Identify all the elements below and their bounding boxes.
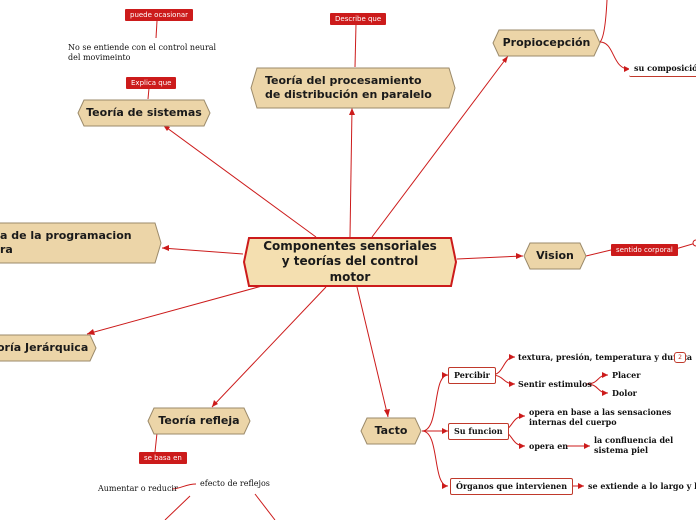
text-no-se-entiende: No se entiende con el control neural del… (68, 43, 217, 62)
link-central-refleja (211, 286, 327, 408)
box-su-funcion[interactable]: Su funcion (448, 423, 509, 440)
text-opera-en: opera en (529, 441, 569, 451)
central-node-shape (243, 237, 457, 287)
link-central-sistemas (162, 124, 317, 238)
box-percibir[interactable]: Percibir (448, 367, 496, 384)
box-su-composicion[interactable]: su composición (629, 61, 696, 77)
central-node[interactable]: Componentes sensoriales y teorías del co… (243, 237, 457, 287)
link-central-programacion (161, 247, 244, 255)
text-textura: textura, presión, temperatura y dureza (518, 352, 693, 362)
node-teoria-jerarquica[interactable]: oría Jerárquica (0, 334, 97, 362)
central-node-label: Componentes sensoriales y teorías del co… (263, 238, 437, 284)
link-central-vision (456, 255, 524, 260)
text-placer: Placer (612, 370, 641, 380)
link-central-jerarquica (86, 285, 263, 335)
node-teoria-programacion[interactable]: a de la programacion ra (0, 222, 162, 264)
text-efecto-reflejos: efecto de reflejos (200, 479, 270, 488)
text-confluencia: la confluencia del sistema piel (594, 435, 674, 455)
label-explica-que[interactable]: Explica que (126, 77, 177, 89)
node-teoria-sistemas[interactable]: Teoría de sistemas (77, 99, 211, 127)
link-central-propiocepcion (371, 55, 509, 238)
link-central-tacto (356, 286, 389, 418)
text-aumentar-reducir: Aumentar o reducir (98, 484, 178, 493)
count-badge[interactable]: 2 (674, 352, 686, 363)
node-teoria-refleja[interactable]: Teoría refleja (147, 407, 251, 435)
label-se-basa-en[interactable]: se basa en (139, 452, 187, 464)
text-sentir-estimulos: Sentir estimulos (518, 379, 592, 389)
node-teoria-pdp[interactable]: Teoría del procesamiento de distribución… (250, 67, 456, 109)
text-se-extiende: se extiende a lo largo y lo an (588, 481, 696, 491)
label-puede-ocasionar[interactable]: puede ocasionar (125, 9, 194, 21)
node-vision[interactable]: Vision (523, 242, 587, 270)
link-central-pdp (349, 107, 353, 238)
node-tacto[interactable]: Tacto (360, 417, 422, 445)
text-opera-base: opera en base a las sensaciones internas… (529, 407, 672, 427)
text-dolor: Dolor (612, 388, 637, 398)
label-sentido-corporal[interactable]: sentido corporal (611, 244, 678, 256)
node-propiocepcion[interactable]: Propiocepción (492, 29, 601, 57)
box-organos[interactable]: Órganos que intervienen (450, 478, 574, 495)
label-describe-que[interactable]: Describe que (330, 13, 387, 25)
